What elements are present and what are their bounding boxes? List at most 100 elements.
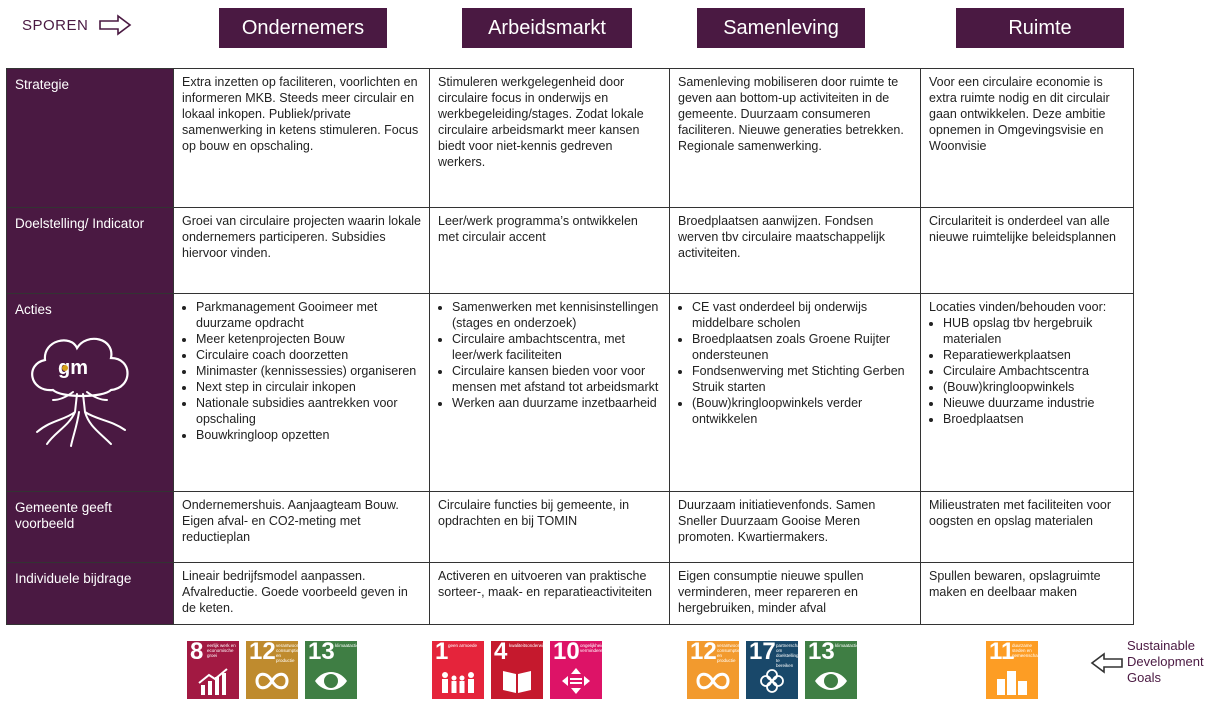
book-icon [503,671,531,693]
list-item: Minimaster (kennissessies) organiseren [196,363,421,379]
list-item: Werken aan duurzame inzetbaarheid [452,395,661,411]
column-header-ruimte: Ruimte [956,8,1124,48]
eye-globe-icon [815,672,847,690]
sdg-number: 17 [749,638,776,665]
sdg-number: 4 [494,638,508,665]
list-item: Circulaire coach doorzetten [196,347,421,363]
sporen-label: SPOREN [22,17,89,34]
list-item: Broedplaatsen [943,411,1125,427]
row-label: Doelstelling/ Indicator [6,207,174,294]
gm-tree-logo-icon: gm [31,337,129,447]
list-item: HUB opslag tbv hergebruik materialen [943,315,1125,347]
sdg-label: klimaatactie [335,643,359,648]
sdg-number: 12 [249,638,276,665]
sdg-label: verantwoorde consumptie en productie [717,643,745,663]
column-header-ondernemers: Ondernemers [219,8,387,48]
sdg-number: 11 [989,638,1015,665]
list-item: Nieuwe duurzame industrie [943,395,1125,411]
arrow-right-icon [99,14,132,36]
family-icon [442,672,474,693]
sdg-caption: Sustainable Development Goals [1127,638,1204,686]
sdg-number: 10 [553,638,580,665]
list-item: Reparatiewerkplaatsen [943,347,1125,363]
list-item: Parkmanagement Gooimeer met duurzame opd… [196,299,421,331]
sdg-1-icon: 1 geen armoede [432,638,484,699]
table-cell: Groei van circulaire projecten waarin lo… [173,207,430,294]
infinity-icon [696,672,730,690]
list-item: Circulaire kansen bieden voor voor mense… [452,363,661,395]
table-cell: Broedplaatsen aanwijzen. Fondsen werven … [669,207,921,294]
table-cell: Locaties vinden/behouden voor: HUB opsla… [920,293,1134,492]
list-item: Next step in circulair inkopen [196,379,421,395]
growth-chart-icon [198,668,228,695]
list-item: Circulaire ambachtscentra, met leer/werk… [452,331,661,363]
table-cell: Lineair bedrijfsmodel aanpassen. Afvalre… [173,562,430,625]
column-header-arbeidsmarkt: Arbeidsmarkt [462,8,632,48]
sdg-8-icon: 8 eerlijk werk en economische groei [187,638,239,699]
list-item: (Bouw)kringloopwinkels verder ontwikkele… [692,395,912,427]
list-intro: Locaties vinden/behouden voor: [929,300,1107,314]
row-label: Acties [15,302,52,317]
table-cell: Ondernemershuis. Aanjaagteam Bouw. Eigen… [173,491,430,563]
sdg-caption-line: Sustainable [1127,638,1195,653]
list-item: Circulaire Ambachtscentra [943,363,1125,379]
table-cell: Eigen consumptie nieuwe spullen verminde… [669,562,921,625]
table-row-doelstelling: Doelstelling/ Indicator Groei van circul… [6,207,1134,294]
table-cell: Duurzaam initiatievenfonds. Samen Snelle… [669,491,921,563]
row-label-cell: Acties gm [6,293,174,492]
table-cell: Leer/werk programma’s ontwikkelen met ci… [429,207,670,294]
eye-globe-icon [315,672,347,690]
sdg-label: kwaliteitsonderwijs [509,643,547,648]
sdg-12-icon: 12 verantwoorde consumptie en productie [687,638,745,699]
table-cell: Circulaire functies bij gemeente, in opd… [429,491,670,563]
row-label: Gemeente geeft voorbeeld [6,491,174,563]
sdg-label: geen armoede [448,643,478,648]
strategy-table: Strategie Extra inzetten op faciliteren,… [6,68,1134,625]
sdg-number: 1 [435,638,449,665]
list-item: Meer ketenprojecten Bouw [196,331,421,347]
sdg-label: ongelijkheid verminderen [580,643,606,653]
table-row-gemeente: Gemeente geeft voorbeeld Ondernemershuis… [6,491,1134,563]
list-item: Bouwkringloop opzetten [196,427,421,443]
row-label: Strategie [6,68,174,208]
list-item: Samenwerken met kennisinstellingen (stag… [452,299,661,331]
table-cell: Samenwerken met kennisinstellingen (stag… [429,293,670,492]
sdg-13-icon: 13 klimaatactie [305,638,359,699]
table-row-individueel: Individuele bijdrage Lineair bedrijfsmod… [6,562,1134,625]
sdg-10-icon: 10 ongelijkheid verminderen [550,638,606,699]
sdg-13-icon: 13 klimaatactie [805,638,859,699]
sdg-11-icon: 11 duurzame steden en gemeenschappen [986,638,1048,699]
sdg-12-icon: 12 verantwoorde consumptie en productie [246,638,304,699]
list-item: CE vast onderdeel bij onderwijs middelba… [692,299,912,331]
sdg-17-icon: 17 partnerschap om doelstellingen te ber… [746,638,804,699]
table-cell: Activeren en uitvoeren van praktische so… [429,562,670,625]
row-label: Individuele bijdrage [6,562,174,625]
sdg-label: eerlijk werk en economische groei [207,643,236,658]
list-item: Broedplaatsen zoals Groene Ruijter onder… [692,331,912,363]
list-item: Fondsenwerving met Stichting Gerben Stru… [692,363,912,395]
table-cell: Milieustraten met faciliteiten voor oogs… [920,491,1134,563]
arrow-left-icon [1090,652,1123,674]
sdg-4-icon: 4 kwaliteitsonderwijs [491,638,547,699]
table-cell: Circulariteit is onderdeel van alle nieu… [920,207,1134,294]
column-header-samenleving: Samenleving [697,8,865,48]
list-item: Nationale subsidies aantrekken voor opsc… [196,395,421,427]
sdg-label: verantwoorde consumptie en productie [276,643,304,663]
city-icon [997,671,1027,695]
sdg-caption-line: Goals [1127,670,1161,685]
table-cell: Spullen bewaren, opslagruimte maken en d… [920,562,1134,625]
table-cell: Voor een circulaire economie is extra ru… [920,68,1134,208]
table-cell: CE vast onderdeel bij onderwijs middelba… [669,293,921,492]
sdg-label: duurzame steden en gemeenschappen [1012,643,1048,658]
logo-text: gm [58,357,88,379]
table-cell: Samenleving mobiliseren door ruimte te g… [669,68,921,208]
infinity-icon [255,672,289,690]
sdg-number: 13 [808,638,835,665]
table-cell: Stimuleren werkgelegenheid door circulai… [429,68,670,208]
table-cell: Parkmanagement Gooimeer met duurzame opd… [173,293,430,492]
sdg-number: 8 [190,638,204,665]
sdg-label: partnerschap om doelstellingen te bereik… [776,643,804,668]
list-item: (Bouw)kringloopwinkels [943,379,1125,395]
sdg-number: 13 [308,638,335,665]
sdg-caption-line: Development [1127,654,1204,669]
